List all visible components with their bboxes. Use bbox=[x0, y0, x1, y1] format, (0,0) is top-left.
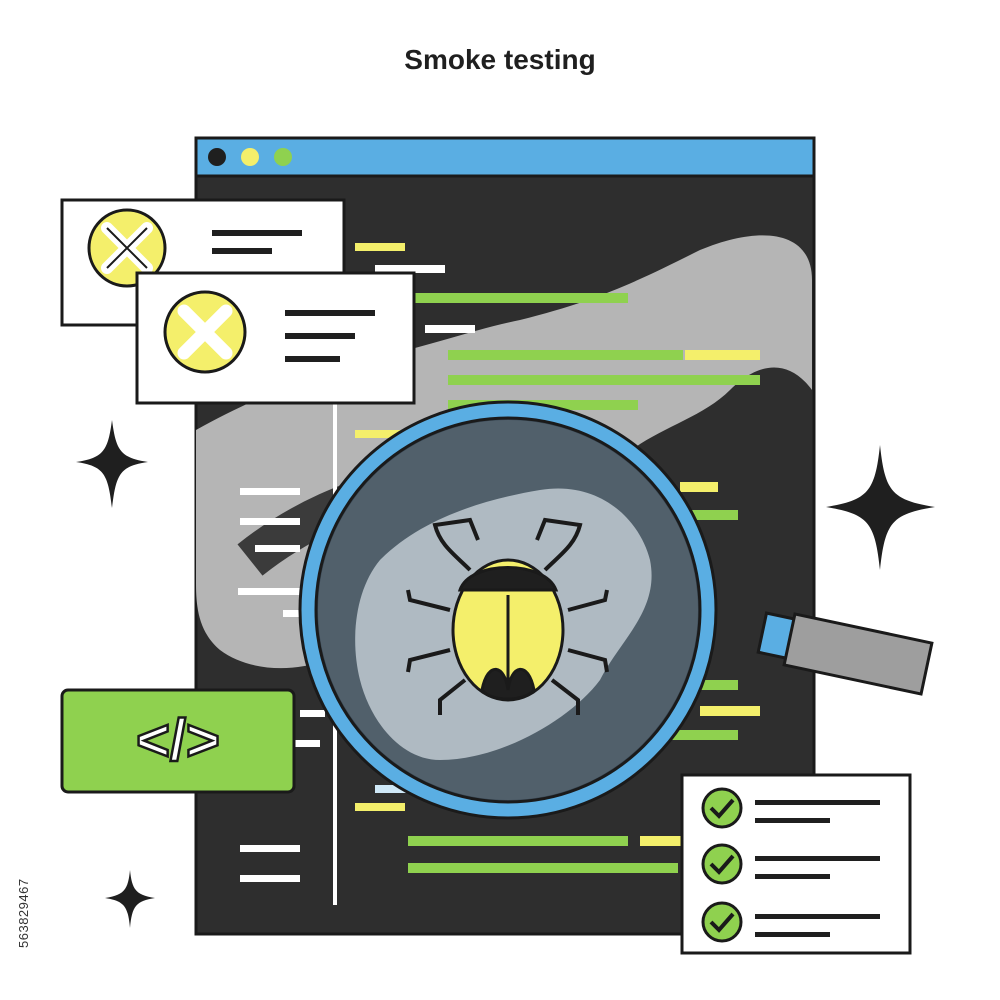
bug-icon bbox=[406, 517, 609, 715]
sparkle-icon bbox=[105, 870, 155, 928]
window-minimize-button[interactable] bbox=[241, 148, 259, 166]
window-maximize-button[interactable] bbox=[274, 148, 292, 166]
sparkle-icon bbox=[826, 445, 935, 570]
error-card-2 bbox=[135, 271, 416, 405]
code-badge-label: </> bbox=[136, 708, 220, 773]
page-title: Smoke testing bbox=[404, 44, 596, 75]
checklist-card bbox=[680, 773, 912, 955]
check-icon bbox=[701, 843, 743, 885]
window-title-bar bbox=[194, 136, 816, 178]
magnifying-glass-icon bbox=[298, 400, 934, 820]
sparkle-icon bbox=[76, 420, 148, 508]
check-icon bbox=[701, 787, 743, 829]
check-icon bbox=[701, 901, 743, 943]
code-badge bbox=[60, 688, 296, 794]
window-close-button[interactable] bbox=[208, 148, 226, 166]
